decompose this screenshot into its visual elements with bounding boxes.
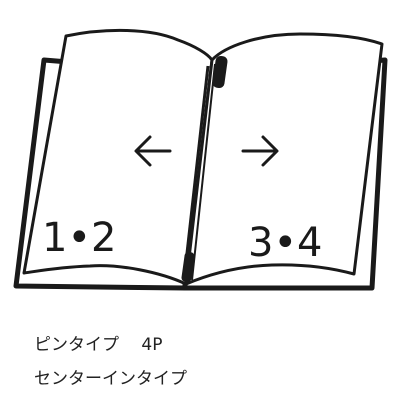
- left-page-label: 1•2: [42, 215, 117, 261]
- pin-bottom: [181, 251, 195, 283]
- arrow-right-icon: [241, 135, 279, 167]
- caption-center-in-type: センターインタイプ: [34, 369, 187, 389]
- right-page: [184, 32, 384, 286]
- caption-pin-type: ピンタイプ 4P: [34, 335, 163, 355]
- booklet-diagram: 1•2 3•4: [13, 28, 388, 291]
- center-spine: [181, 55, 228, 283]
- pin-top: [212, 55, 228, 89]
- right-page-label: 3•4: [248, 220, 323, 266]
- captions: ピンタイプ 4P センターインタイプ: [34, 328, 187, 396]
- arrow-left-icon: [134, 135, 172, 167]
